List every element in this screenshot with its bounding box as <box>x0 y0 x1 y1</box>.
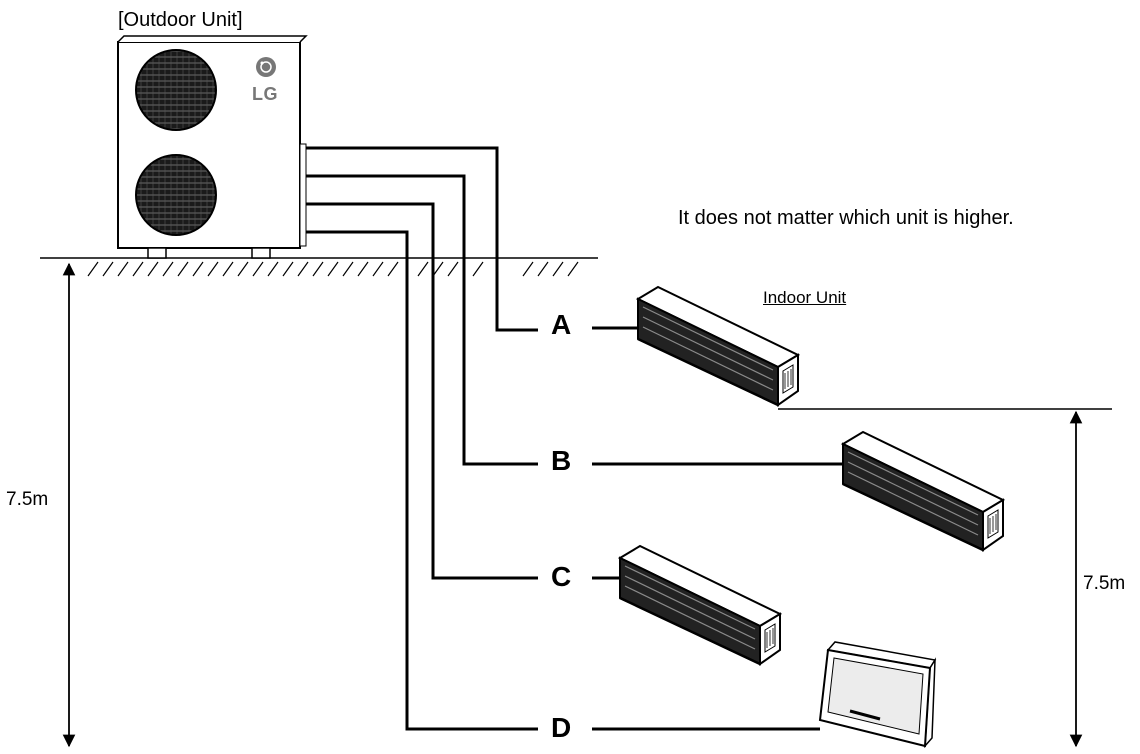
height-left-label: 7.5m <box>6 490 48 509</box>
wall-mounted-indoor-unit-icon <box>843 432 1003 550</box>
height-right-label: 7.5m <box>1083 574 1125 593</box>
pipe-letter-d: D <box>551 714 571 742</box>
note-text: It does not matter which unit is higher. <box>678 208 1014 228</box>
pipe-letter-a: A <box>551 311 571 339</box>
indoor-unit-label: Indoor Unit <box>763 289 846 306</box>
ground-hatching-icon <box>40 258 598 276</box>
console-indoor-unit-icon <box>820 642 935 746</box>
lg-logo-icon <box>256 57 276 77</box>
brand-label: LG <box>252 84 278 105</box>
pipe-letter-c: C <box>551 563 571 591</box>
outdoor-unit <box>118 36 306 258</box>
outdoor-unit-label: [Outdoor Unit] <box>118 10 243 30</box>
wall-mounted-indoor-unit-icon <box>620 546 780 664</box>
pipe-letter-b: B <box>551 447 571 475</box>
